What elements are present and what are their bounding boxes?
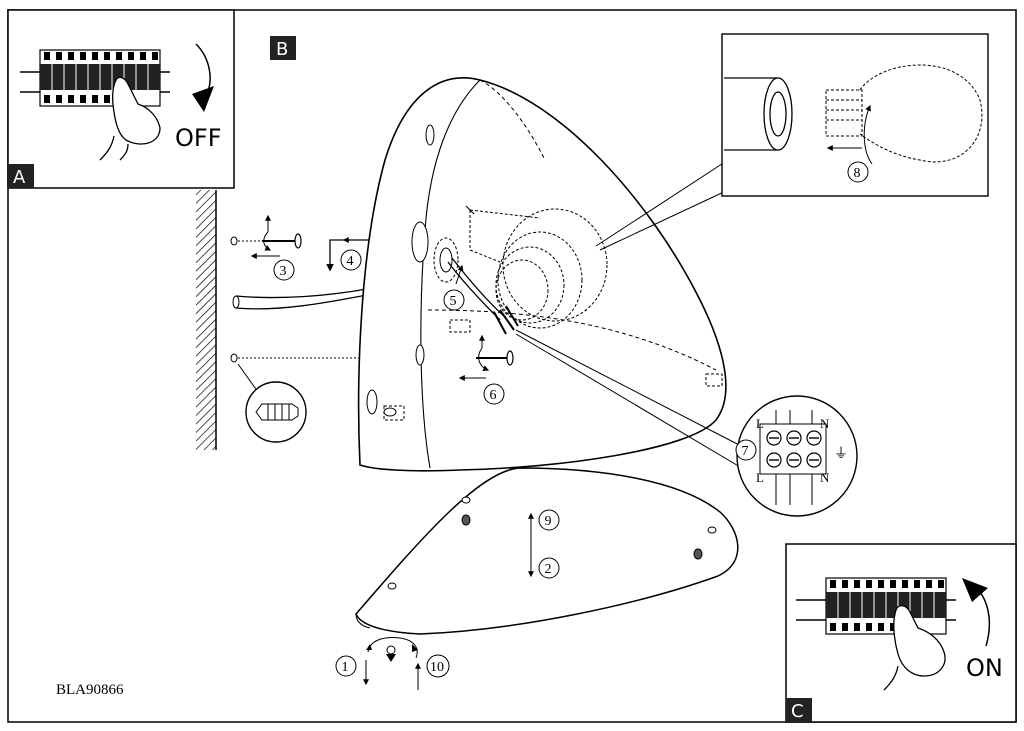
mains-cable (235, 287, 373, 310)
base-plate (355, 467, 739, 635)
panel-b-tag: B (276, 39, 288, 60)
panel-a-tag-bg (8, 164, 34, 188)
svg-text:1: 1 (342, 660, 349, 675)
svg-text:4: 4 (347, 254, 354, 269)
step-6-badge: 6 (483, 383, 505, 405)
step-5-badge: 5 (443, 264, 465, 311)
wall-hatch (196, 190, 216, 450)
svg-text:5: 5 (450, 294, 457, 309)
svg-text:N: N (820, 470, 830, 485)
panel-a: OFF A (7, 9, 235, 189)
breaker-panel-icon (20, 49, 170, 107)
step-7-badge: 7 (735, 439, 757, 461)
svg-text:10: 10 (430, 660, 444, 675)
svg-text:3: 3 (280, 264, 287, 279)
screw-upper (250, 214, 302, 259)
wall-plug-detail (237, 363, 307, 443)
svg-text:9: 9 (545, 514, 552, 529)
screw-lower (458, 334, 514, 381)
bulb-icon (825, 64, 983, 163)
bottom-screw-icon (363, 637, 421, 690)
step-3-badge: 3 (273, 259, 295, 281)
on-label: ON (966, 654, 1003, 682)
base-screws (461, 514, 703, 560)
panel-a-tag: A (13, 167, 26, 188)
step-2-badge: 2 (538, 557, 560, 579)
lamp-socket (465, 205, 608, 329)
model-code: BLA90866 (56, 682, 124, 698)
shade-holes (366, 124, 435, 417)
earth-icon: ⏚ (834, 446, 848, 462)
switch-on-arrow-icon (962, 578, 991, 647)
cable-entry (433, 237, 519, 335)
hand-icon-c (883, 605, 946, 691)
lamp-shade (357, 77, 727, 472)
step-10-badge: 10 (426, 654, 450, 678)
terminal-block-detail: L N L N ⏚ (515, 329, 858, 517)
svg-text:L: L (756, 470, 764, 485)
svg-text:2: 2 (545, 562, 552, 577)
socket-tube-icon (724, 77, 793, 151)
panel-c-tag-bg (786, 698, 812, 722)
panel-b-tag-bg (270, 36, 296, 60)
svg-text:8: 8 (854, 166, 861, 181)
step-9-badge: 9 (538, 509, 560, 531)
step-4-arrow-icon (326, 237, 372, 272)
svg-text:N: N (820, 416, 830, 431)
svg-text:L: L (756, 416, 764, 431)
step-8-badge: 8 (847, 161, 869, 183)
hand-icon (99, 76, 161, 161)
bulb-inset (595, 33, 989, 251)
step-1-badge: 1 (335, 655, 357, 677)
off-label: OFF (175, 124, 222, 152)
switch-off-arrow-icon (192, 43, 214, 112)
wall-hole-upper (230, 236, 270, 246)
breaker-panel-icon-c (796, 577, 956, 635)
svg-text:7: 7 (742, 444, 749, 459)
panel-c: ON C (785, 543, 1017, 723)
panel-c-tag: C (791, 701, 804, 722)
outer-frame (7, 9, 1017, 723)
svg-text:6: 6 (490, 388, 497, 403)
step-4-badge: 4 (340, 249, 362, 271)
